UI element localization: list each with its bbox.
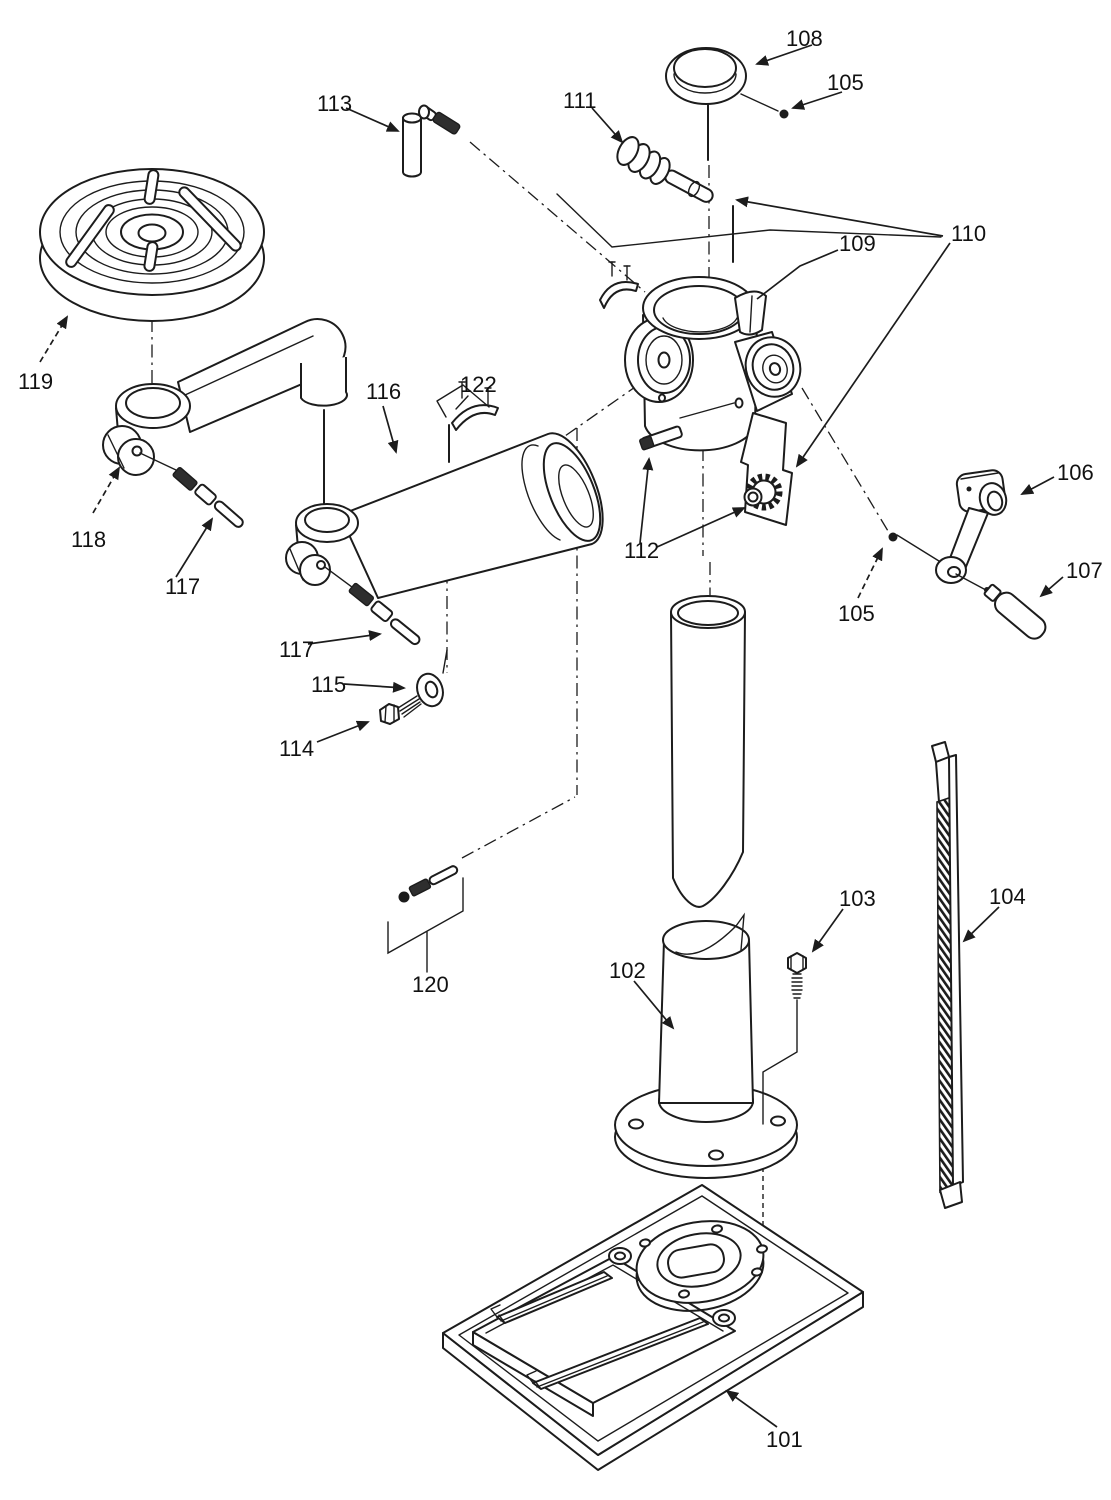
clip-part-122	[436, 381, 499, 431]
pinion-gear	[743, 473, 783, 511]
part-label-104: 104	[989, 884, 1026, 909]
pin-part-112	[639, 402, 735, 451]
handle-part-107	[955, 573, 1047, 640]
part-label-117-lower: 117	[279, 637, 314, 662]
part-label-103: 103	[839, 886, 876, 911]
leader-lines	[39, 44, 1064, 1428]
gear-bracket-plate	[740, 412, 793, 526]
washer-part-115	[416, 649, 448, 708]
handle-part-117-upper	[172, 466, 244, 528]
table-arm-and-clamp-118	[102, 318, 348, 507]
part-label-112: 112	[624, 538, 659, 563]
part-label-122: 122	[460, 372, 497, 397]
setscrew-part-105-top	[740, 93, 789, 119]
part-label-108: 108	[786, 26, 823, 51]
bolt-part-103	[762, 952, 807, 1125]
part-label-116: 116	[366, 379, 401, 404]
part-label-109: 109	[839, 231, 876, 256]
sleeve-part-116	[285, 424, 604, 599]
crank-part-106	[896, 469, 1008, 584]
centerlines	[151, 141, 889, 1246]
part-label-106: 106	[1057, 460, 1094, 485]
handle-part-117-lower	[348, 582, 421, 646]
worm-part-111	[616, 136, 734, 263]
collar-part-108	[665, 47, 747, 161]
part-label-119: 119	[18, 369, 53, 394]
part-label-111: 111	[563, 88, 596, 113]
part-label-105-right: 105	[838, 601, 875, 626]
bolt-part-114	[379, 695, 422, 725]
part-label-118: 118	[71, 527, 106, 552]
pin-part-113	[402, 104, 461, 178]
head-part-109	[599, 261, 802, 526]
part-label-117-upper: 117	[165, 574, 200, 599]
part-label-107: 107	[1066, 558, 1103, 583]
table-part-119	[39, 168, 265, 322]
column-tube	[670, 595, 746, 908]
part-labels: 108 105 113 111 110 109 119 116 122 118 …	[18, 26, 1103, 1452]
part-label-120: 120	[412, 972, 449, 997]
part-label-115: 115	[311, 672, 346, 697]
rack-part-104	[931, 741, 964, 1209]
setscrew-part-105-right	[888, 532, 898, 542]
part-label-105-top: 105	[827, 70, 864, 95]
part-label-113: 113	[317, 91, 352, 116]
column-part-102	[614, 912, 798, 1179]
part-label-114: 114	[279, 736, 314, 761]
part-label-102: 102	[609, 958, 646, 983]
part-label-110: 110	[951, 221, 986, 246]
part-label-101: 101	[766, 1427, 803, 1452]
clip-plate	[599, 281, 639, 309]
base-part-101	[442, 1184, 864, 1471]
pin-part-120	[387, 865, 464, 973]
